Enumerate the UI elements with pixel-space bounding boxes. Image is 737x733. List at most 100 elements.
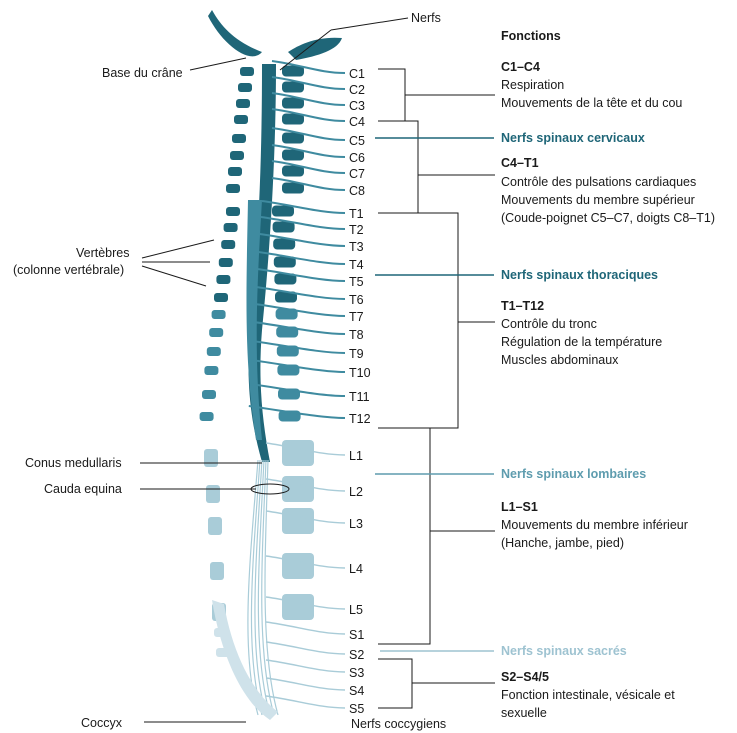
segment-label-s2: S2 [349, 648, 364, 662]
nerve-t6 [256, 287, 345, 299]
conus-label: Conus medullaris [25, 456, 122, 470]
segment-label-t9: T9 [349, 347, 364, 361]
vertebra-process-c5 [232, 134, 246, 143]
spine-illustration [200, 10, 342, 720]
t1t12-line-2: Régulation de la température [501, 335, 662, 349]
segment-label-s4: S4 [349, 684, 364, 698]
s2s4-title: S2–S4/5 [501, 670, 549, 684]
segment-label-t11: T11 [349, 390, 370, 404]
lumbar-group-label: Nerfs spinaux lombaires [501, 467, 646, 481]
skull-base-left [208, 10, 262, 56]
nerve-t8 [254, 322, 345, 334]
bracket-c1-c4 [378, 69, 405, 121]
segment-label-c3: C3 [349, 99, 365, 113]
c4t1-title: C4–T1 [501, 156, 539, 170]
t1t12-line-3: Muscles abdominaux [501, 353, 619, 367]
cauda-label: Cauda equina [44, 482, 122, 496]
segment-label-c5: C5 [349, 134, 365, 148]
vertebra-process-t6 [214, 293, 228, 302]
nerfs-leader-top [331, 18, 408, 30]
t1t12-title: T1–T12 [501, 299, 544, 313]
c1c4-title: C1–C4 [501, 60, 540, 74]
segment-label-t12: T12 [349, 412, 371, 426]
vertebra-body-l2 [282, 476, 314, 502]
vertebra-body-l3 [282, 508, 314, 534]
bracket-s2-s5 [378, 659, 412, 708]
segment-label-l2: L2 [349, 485, 363, 499]
sacral-group-label: Nerfs spinaux sacrés [501, 644, 627, 658]
segment-label-t7: T7 [349, 310, 364, 324]
c4t1-line-2: Mouvements du membre supérieur [501, 193, 695, 207]
cervical-group-label: Nerfs spinaux cervicaux [501, 131, 645, 145]
nerfs-label: Nerfs [411, 11, 441, 25]
nerve-t4 [258, 252, 345, 264]
base-crane-leader [190, 58, 246, 70]
vertebral-column [200, 67, 254, 657]
vertebra-process-t7 [212, 310, 226, 319]
vertebra-process-l3 [208, 517, 222, 535]
vertebra-process-t5 [216, 275, 230, 284]
bracket-t1-t12 [378, 213, 458, 428]
l1s1-title: L1–S1 [501, 500, 538, 514]
bracket-c4-t1 [378, 121, 418, 213]
vertebres-leader-3 [142, 266, 206, 286]
segment-label-t10: T10 [349, 366, 371, 380]
nerve-s3 [266, 660, 345, 672]
c1c4-line-1: Respiration [501, 78, 564, 92]
nerve-s5 [266, 696, 345, 708]
vertebra-process-t10 [204, 366, 218, 375]
l1s1-line-1: Mouvements du membre inférieur [501, 518, 688, 532]
s2s4-line-1: Fonction intestinale, vésicale et [501, 688, 675, 702]
nerve-t7 [255, 304, 345, 316]
segment-label-t1: T1 [349, 207, 364, 221]
cauda-strand [262, 460, 274, 715]
vertebra-process-c2 [238, 83, 252, 92]
vertebra-process-t1 [226, 207, 240, 216]
vertebra-process-l2 [206, 485, 220, 503]
vertebra-process-t11 [202, 390, 216, 399]
vertebra-body-l1 [282, 440, 314, 466]
segment-label-c4: C4 [349, 115, 365, 129]
segment-label-t6: T6 [349, 293, 364, 307]
nerve-s2 [266, 642, 345, 654]
nerve-s4 [266, 678, 345, 690]
vertebra-body-t1 [272, 206, 294, 217]
s2s4-line-2: sexuelle [501, 706, 547, 720]
functions-header: Fonctions [501, 29, 561, 43]
vertebra-process-c8 [226, 184, 240, 193]
t1t12-line-1: Contrôle du tronc [501, 317, 597, 331]
vertebra-process-t9 [207, 347, 221, 356]
vertebra-process-t8 [209, 328, 223, 337]
segment-label-t3: T3 [349, 240, 364, 254]
vertebra-body-l4 [282, 553, 314, 579]
nerve-t3 [260, 234, 345, 246]
functions-column: Fonctions C1–C4 Respiration Mouvements d… [501, 29, 715, 720]
vertebra-process-c6 [230, 151, 244, 160]
c1c4-line-2: Mouvements de la tête et du cou [501, 96, 682, 110]
colonne-label: (colonne vertébrale) [13, 263, 124, 277]
vertebra-process-c4 [234, 115, 248, 124]
segment-label-c2: C2 [349, 83, 365, 97]
vertebra-process-t12 [200, 412, 214, 421]
segment-label-t5: T5 [349, 275, 364, 289]
segment-label-l3: L3 [349, 517, 363, 531]
vertebra-body-t2 [273, 222, 295, 233]
segment-label-c8: C8 [349, 184, 365, 198]
cauda-strand [248, 460, 258, 715]
c4t1-line-1: Contrôle des pulsations cardiaques [501, 175, 696, 189]
thoracic-group-label: Nerfs spinaux thoraciques [501, 268, 658, 282]
vertebra-process-c1 [240, 67, 254, 76]
segment-label-l1: L1 [349, 449, 363, 463]
segment-label-t4: T4 [349, 258, 364, 272]
vertebra-process-l4 [210, 562, 224, 580]
segment-label-t8: T8 [349, 328, 364, 342]
segment-label-c1: C1 [349, 67, 365, 81]
segment-label-s5: S5 [349, 702, 364, 716]
segment-label-l4: L4 [349, 562, 363, 576]
segment-label-t2: T2 [349, 223, 364, 237]
coccyx-label: Coccyx [81, 716, 123, 730]
skull-base-right [288, 38, 342, 60]
cauda-equina [248, 460, 278, 715]
segment-label-c7: C7 [349, 167, 365, 181]
